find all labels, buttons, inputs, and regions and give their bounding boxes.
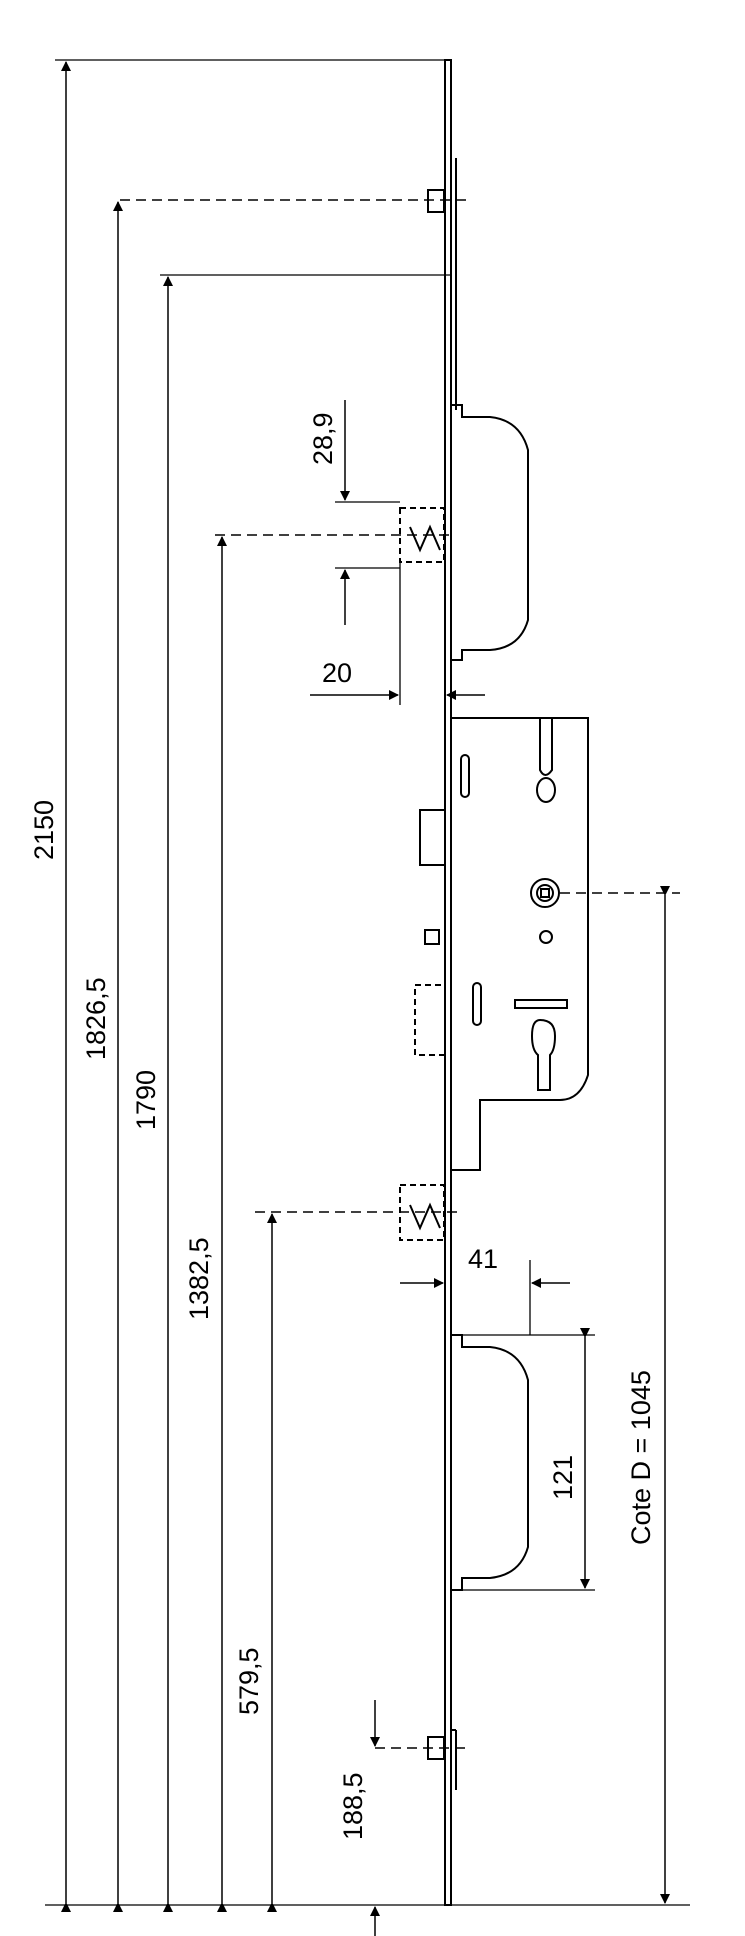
label-1382-5: 1382,5 xyxy=(184,1237,214,1320)
upper-keeper xyxy=(451,404,529,661)
spindle-follower-outer xyxy=(530,878,560,908)
spindle-follower-inner xyxy=(536,884,554,902)
label-2150: 2150 xyxy=(29,800,59,860)
label-28-9: 28,9 xyxy=(308,412,338,465)
label-1826-5: 1826,5 xyxy=(81,977,111,1060)
gearbox-top-slot xyxy=(539,718,553,776)
lower-bolt-outline xyxy=(399,1184,445,1241)
top-hook-block xyxy=(427,189,445,213)
deadbolt-dashed xyxy=(414,984,446,1056)
label-188-5: 188,5 xyxy=(338,1772,368,1840)
upper-bolt-mark xyxy=(409,524,441,553)
label-20: 20 xyxy=(322,658,352,688)
gearbox-oval-hole xyxy=(536,777,556,803)
lower-keeper xyxy=(451,1334,529,1591)
reference-lines xyxy=(120,199,680,1749)
lower-bolt-mark xyxy=(409,1202,441,1231)
label-121: 121 xyxy=(548,1455,578,1500)
latch-box xyxy=(419,809,446,866)
upper-bolt-outline xyxy=(399,507,445,563)
gearbox-slot-lower xyxy=(472,982,482,1026)
extension-lines xyxy=(45,59,690,1906)
gearbox-slot-upper xyxy=(460,754,470,798)
lock-geometry xyxy=(399,59,589,1906)
spindle-square xyxy=(540,888,550,898)
label-1790: 1790 xyxy=(131,1070,161,1130)
gearbox-body xyxy=(451,717,589,1171)
cylinder-profile xyxy=(530,1018,557,1091)
label-cote-d: Cote D = 1045 xyxy=(626,1370,656,1545)
gearbox-horizontal-slot xyxy=(514,999,568,1009)
label-41: 41 xyxy=(468,1244,498,1274)
dimension-lines xyxy=(61,61,670,1936)
dimension-labels: 2150 1826,5 1790 1382,5 579,5 188,5 28,9… xyxy=(29,412,656,1840)
label-579-5: 579,5 xyxy=(234,1647,264,1715)
gearbox-small-hole xyxy=(539,930,553,944)
small-block xyxy=(424,929,440,945)
